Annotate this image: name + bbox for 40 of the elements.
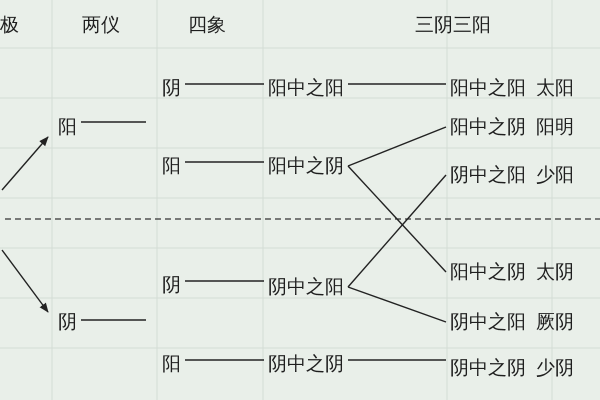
column-header: 四象 — [188, 13, 226, 37]
term-text: 阴中之阳 — [450, 310, 526, 334]
term-text: 阴 — [158, 273, 185, 297]
term-text: 阳中之阳 — [264, 76, 348, 100]
term-text: 阴中之阳 — [264, 275, 348, 299]
connector-line — [348, 359, 446, 361]
term-text: 阴中之阳 — [450, 163, 526, 187]
term-text: 阴中之阴 — [264, 352, 348, 376]
term-text: 阴 — [158, 76, 185, 100]
connector-line — [185, 280, 264, 282]
term-text: 阴 — [54, 310, 81, 334]
connector-line — [348, 286, 446, 323]
connector-line — [347, 174, 447, 288]
connector-line — [81, 121, 146, 123]
connector-line — [185, 161, 264, 163]
connector-line — [185, 359, 264, 361]
column-header: 三阴三阳 — [415, 13, 491, 37]
term-text: 阳中之阴 — [264, 154, 348, 178]
channel-name: 太阳 — [536, 76, 574, 100]
column-header: 极 — [0, 13, 19, 37]
term-text: 阳中之阴 — [450, 115, 526, 139]
connector-line — [347, 166, 447, 272]
term-text: 阴中之阴 — [450, 356, 526, 380]
connector-line — [81, 319, 146, 321]
connector-line — [185, 83, 264, 85]
term-text: 阳中之阴 — [450, 260, 526, 284]
term-text: 阳 — [158, 154, 185, 178]
channel-name: 厥阴 — [536, 310, 574, 334]
channel-name: 少阳 — [536, 163, 574, 187]
term-text: 阳中之阳 — [450, 76, 526, 100]
term-text: 阳 — [158, 352, 185, 376]
channel-name: 阳明 — [536, 115, 574, 139]
arrow — [1, 136, 49, 190]
channel-name: 太阴 — [536, 260, 574, 284]
arrow — [1, 250, 49, 313]
channel-name: 少阴 — [536, 356, 574, 380]
connector-line — [348, 126, 446, 167]
connector-line — [348, 83, 446, 85]
column-header: 两仪 — [82, 13, 120, 37]
term-text: 阳 — [54, 115, 81, 139]
